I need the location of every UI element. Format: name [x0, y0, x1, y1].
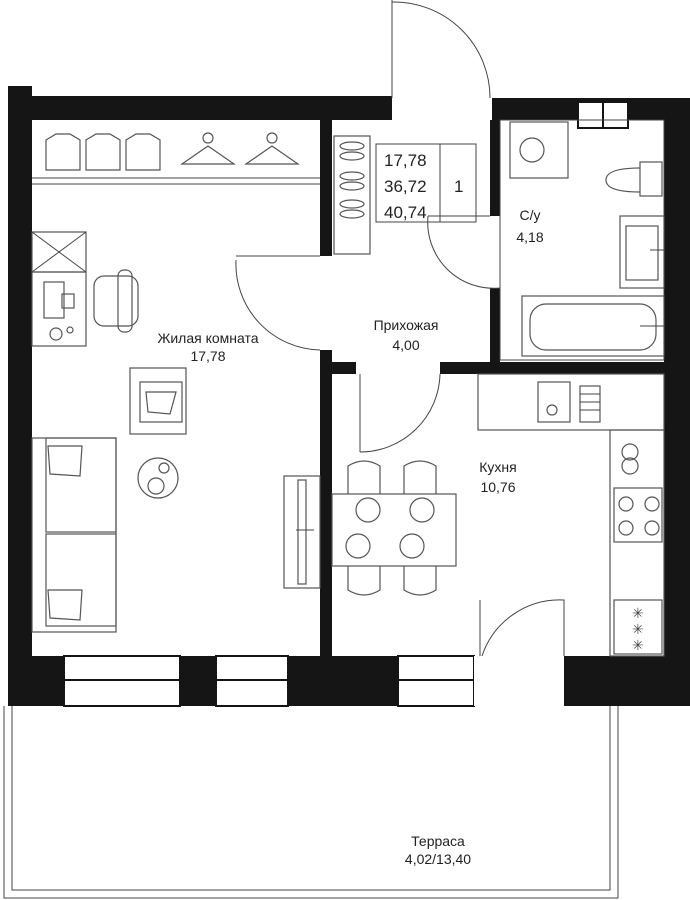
room-hallway-name: Прихожая: [374, 317, 439, 333]
bathroom-fixtures: [509, 121, 665, 357]
terrace: [3, 706, 619, 899]
room-bathroom-name: С/у: [520, 207, 541, 223]
svg-text:✳: ✳: [632, 606, 644, 622]
room-terrace-area: 4,02/13,40: [405, 851, 471, 867]
summary-total-area: 36,72: [384, 177, 427, 196]
summary-total-with-terrace: 40,74: [384, 203, 427, 222]
kitchen-fixtures: ✳ ✳ ✳: [331, 373, 665, 657]
svg-text:✳: ✳: [632, 638, 644, 654]
room-hallway-area: 4,00: [392, 337, 419, 353]
room-labels: Жилая комната 17,78 Прихожая 4,00 С/у 4,…: [157, 207, 543, 867]
desk: [31, 231, 139, 347]
room-living-name: Жилая комната: [157, 330, 258, 346]
doors: [235, 0, 565, 657]
shoe-rack: [333, 135, 371, 255]
room-terrace-name: Терраса: [411, 833, 465, 849]
room-kitchen-area: 10,76: [480, 479, 515, 495]
walls: [8, 86, 690, 707]
room-kitchen-name: Кухня: [479, 459, 516, 475]
wardrobe: [32, 132, 320, 185]
svg-text:✳: ✳: [632, 622, 644, 638]
sofa: [31, 437, 117, 633]
coffee-table: [137, 457, 179, 499]
area-summary-table: 17,78 36,72 40,74 1: [375, 143, 477, 223]
summary-living-area: 17,78: [384, 151, 427, 170]
summary-room-count: 1: [454, 177, 463, 196]
tv-stand: [283, 475, 321, 589]
room-living-area: 17,78: [190, 348, 225, 364]
room-bathroom-area: 4,18: [516, 229, 543, 245]
armchair: [129, 367, 187, 435]
